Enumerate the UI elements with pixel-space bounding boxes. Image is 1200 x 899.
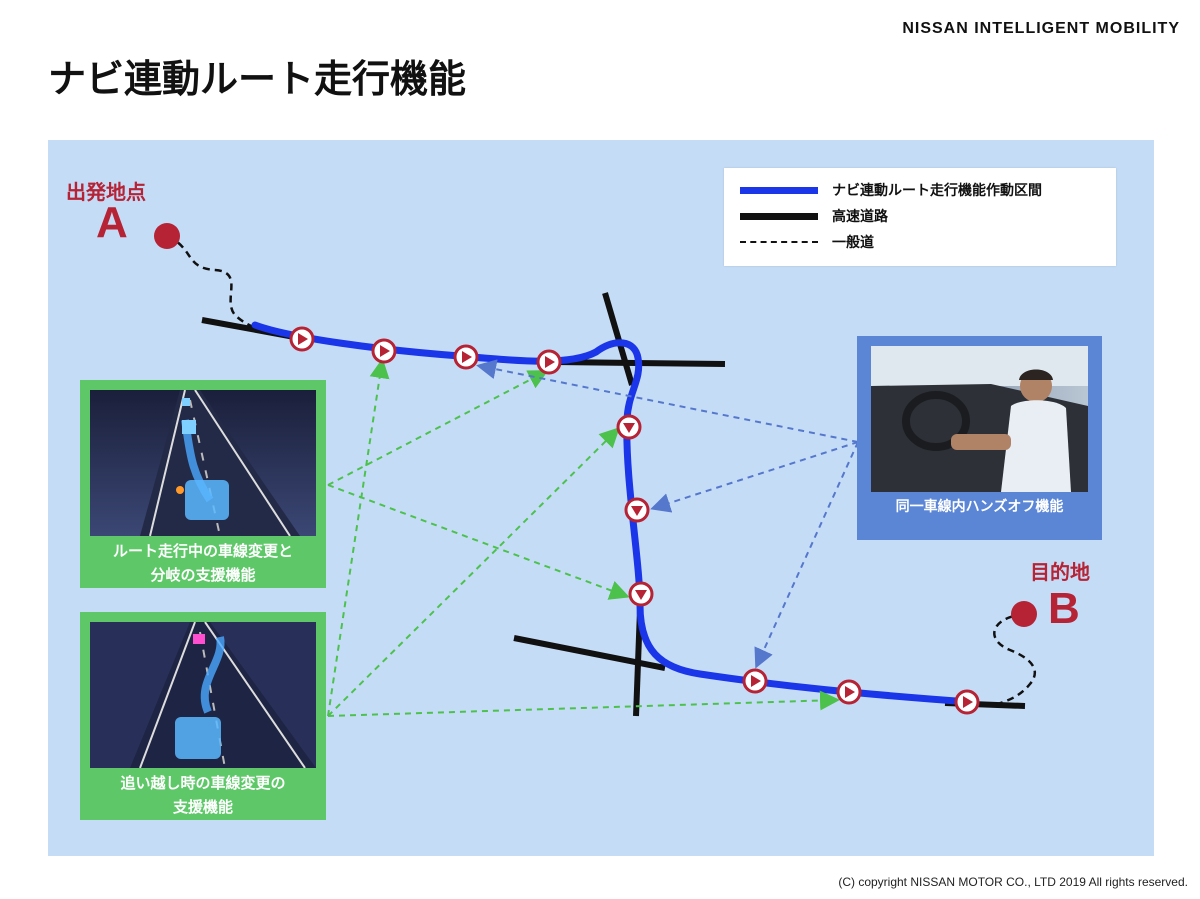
overtake-illustration bbox=[90, 622, 316, 768]
card-caption-line: 分岐の支援機能 bbox=[80, 562, 326, 588]
overtake-card: 追い越し時の車線変更の 支援機能 bbox=[80, 612, 326, 820]
blue-arrows bbox=[480, 366, 858, 665]
legend: ナビ連動ルート走行機能作動区間 高速道路 一般道 bbox=[724, 168, 1116, 266]
copyright: (C) copyright NISSAN MOTOR CO., LTD 2019… bbox=[838, 875, 1188, 889]
direction-marker bbox=[626, 499, 648, 521]
destination-label: 目的地 bbox=[1030, 556, 1090, 585]
direction-marker bbox=[291, 328, 313, 350]
legend-swatch-blue bbox=[740, 187, 818, 194]
direction-marker bbox=[630, 583, 652, 605]
direction-marker bbox=[373, 340, 395, 362]
card-caption-line: 追い越し時の車線変更の bbox=[80, 770, 326, 796]
legend-item: 高速道路 bbox=[740, 204, 888, 228]
legend-swatch-black bbox=[740, 213, 818, 220]
direction-marker bbox=[956, 691, 978, 713]
card-caption-line: ルート走行中の車線変更と bbox=[80, 538, 326, 564]
lane-change-illustration bbox=[90, 390, 316, 536]
direction-marker bbox=[744, 670, 766, 692]
driver-photo bbox=[871, 346, 1088, 492]
direction-marker bbox=[838, 681, 860, 703]
legend-label: ナビ連動ルート走行機能作動区間 bbox=[832, 180, 1042, 200]
legend-label: 高速道路 bbox=[832, 206, 888, 226]
legend-item: ナビ連動ルート走行機能作動区間 bbox=[740, 178, 1042, 202]
destination-marker bbox=[1011, 601, 1037, 627]
origin-letter: A bbox=[96, 198, 128, 248]
green-arrows bbox=[328, 362, 836, 716]
direction-marker bbox=[538, 351, 560, 373]
legend-item: 一般道 bbox=[740, 230, 874, 254]
destination-letter: B bbox=[1048, 584, 1080, 634]
direction-marker bbox=[618, 416, 640, 438]
card-caption-line: 支援機能 bbox=[80, 794, 326, 820]
card-caption: 同一車線内ハンズオフ機能 bbox=[857, 496, 1102, 516]
legend-swatch-dashed bbox=[740, 241, 818, 243]
lane-change-branch-card: ルート走行中の車線変更と 分岐の支援機能 bbox=[80, 380, 326, 588]
legend-label: 一般道 bbox=[832, 232, 874, 252]
hands-off-card: 同一車線内ハンズオフ機能 bbox=[857, 336, 1102, 540]
origin-marker bbox=[154, 223, 180, 249]
direction-marker bbox=[455, 346, 477, 368]
